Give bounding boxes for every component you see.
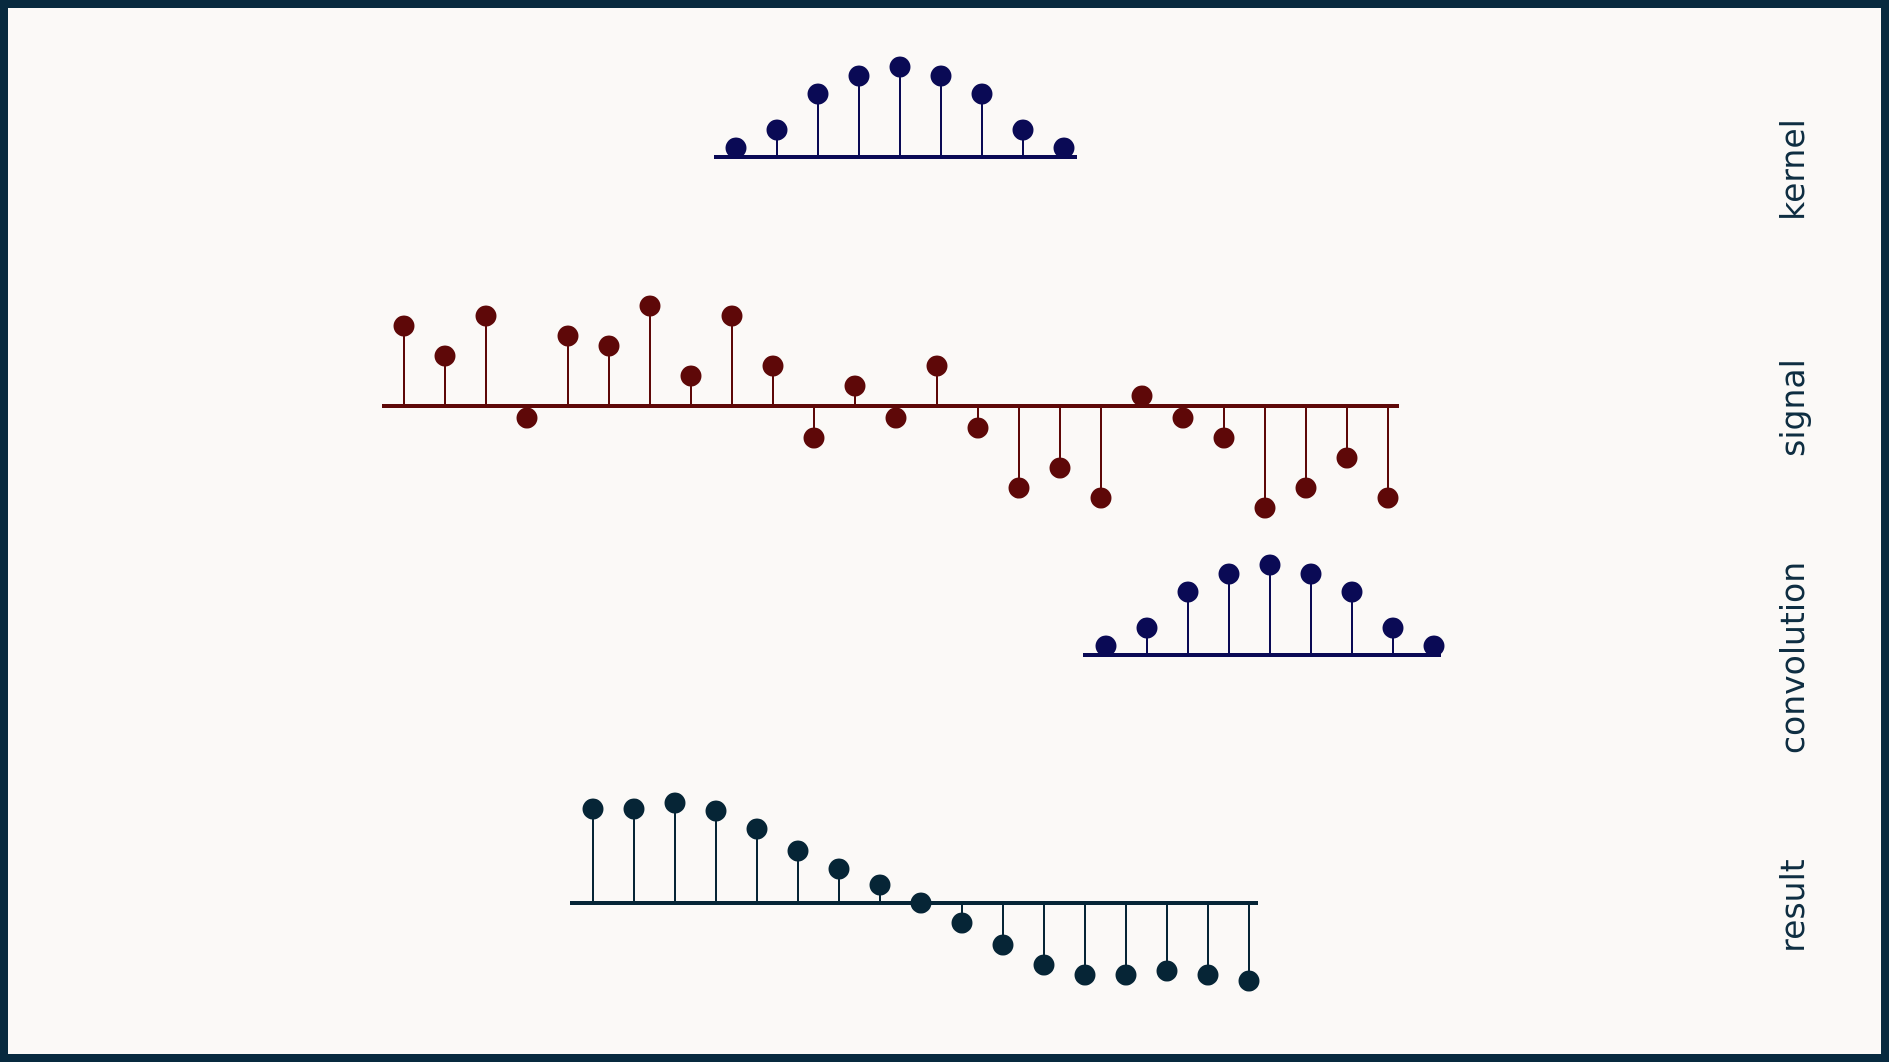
convolution-sample-point	[1136, 617, 1158, 639]
convolution-sample-point	[1218, 563, 1240, 585]
result-sample-point	[746, 818, 768, 840]
signal-sample-point	[844, 375, 866, 397]
signal-sample-point	[1213, 427, 1235, 449]
kernel-sample-point	[848, 65, 870, 87]
result-sample-point	[582, 798, 604, 820]
signal-sample-point	[926, 355, 948, 377]
signal-row	[382, 295, 1399, 519]
kernel-sample-point	[930, 65, 952, 87]
kernel-row	[714, 56, 1077, 159]
kernel-sample-point	[766, 119, 788, 141]
result-sample-point	[664, 792, 686, 814]
signal-sample-point	[1131, 385, 1153, 407]
kernel-sample-point	[971, 83, 993, 105]
result-sample-point	[1197, 964, 1219, 986]
signal-sample-point	[1172, 407, 1194, 429]
kernel-sample-point	[889, 56, 911, 78]
convolution-label: convolution	[1773, 562, 1812, 754]
signal-sample-point	[762, 355, 784, 377]
kernel-sample-point	[725, 137, 747, 159]
signal-sample-point	[393, 315, 415, 337]
result-sample-point	[1115, 964, 1137, 986]
result-sample-point	[869, 874, 891, 896]
result-sample-point	[910, 892, 932, 914]
result-sample-point	[623, 798, 645, 820]
signal-sample-point	[1377, 487, 1399, 509]
signal-sample-point	[1336, 447, 1358, 469]
signal-sample-point	[1295, 477, 1317, 499]
result-sample-point	[1156, 960, 1178, 982]
signal-sample-point	[639, 295, 661, 317]
signal-sample-point	[434, 345, 456, 367]
signal-sample-point	[516, 407, 538, 429]
convolution-sample-point	[1177, 581, 1199, 603]
convolution-diagram: kernel signal convolution result	[382, 56, 1812, 992]
result-row	[570, 792, 1260, 992]
result-sample-point	[951, 912, 973, 934]
kernel-sample-point	[807, 83, 829, 105]
result-sample-point	[1238, 970, 1260, 992]
convolution-sample-point	[1423, 635, 1445, 657]
signal-sample-point	[1049, 457, 1071, 479]
convolution-sample-point	[1095, 635, 1117, 657]
result-sample-point	[1074, 964, 1096, 986]
signal-sample-point	[885, 407, 907, 429]
result-sample-point	[828, 858, 850, 880]
kernel-sample-point	[1012, 119, 1034, 141]
signal-sample-point	[598, 335, 620, 357]
signal-sample-point	[1254, 497, 1276, 519]
convolution-sample-point	[1259, 554, 1281, 576]
convolution-row	[1083, 554, 1445, 657]
convolution-sample-point	[1341, 581, 1363, 603]
signal-sample-point	[721, 305, 743, 327]
result-sample-point	[787, 840, 809, 862]
convolution-sample-point	[1382, 617, 1404, 639]
result-sample-point	[1033, 954, 1055, 976]
signal-label: signal	[1773, 359, 1812, 457]
signal-sample-point	[475, 305, 497, 327]
kernel-label: kernel	[1773, 119, 1812, 221]
result-sample-point	[992, 934, 1014, 956]
signal-sample-point	[1008, 477, 1030, 499]
kernel-sample-point	[1053, 137, 1075, 159]
signal-sample-point	[967, 417, 989, 439]
signal-sample-point	[557, 325, 579, 347]
signal-sample-point	[680, 365, 702, 387]
signal-sample-point	[803, 427, 825, 449]
diagram-canvas: kernel signal convolution result	[8, 8, 1881, 1054]
result-label: result	[1773, 859, 1812, 952]
convolution-sample-point	[1300, 563, 1322, 585]
signal-sample-point	[1090, 487, 1112, 509]
result-sample-point	[705, 800, 727, 822]
